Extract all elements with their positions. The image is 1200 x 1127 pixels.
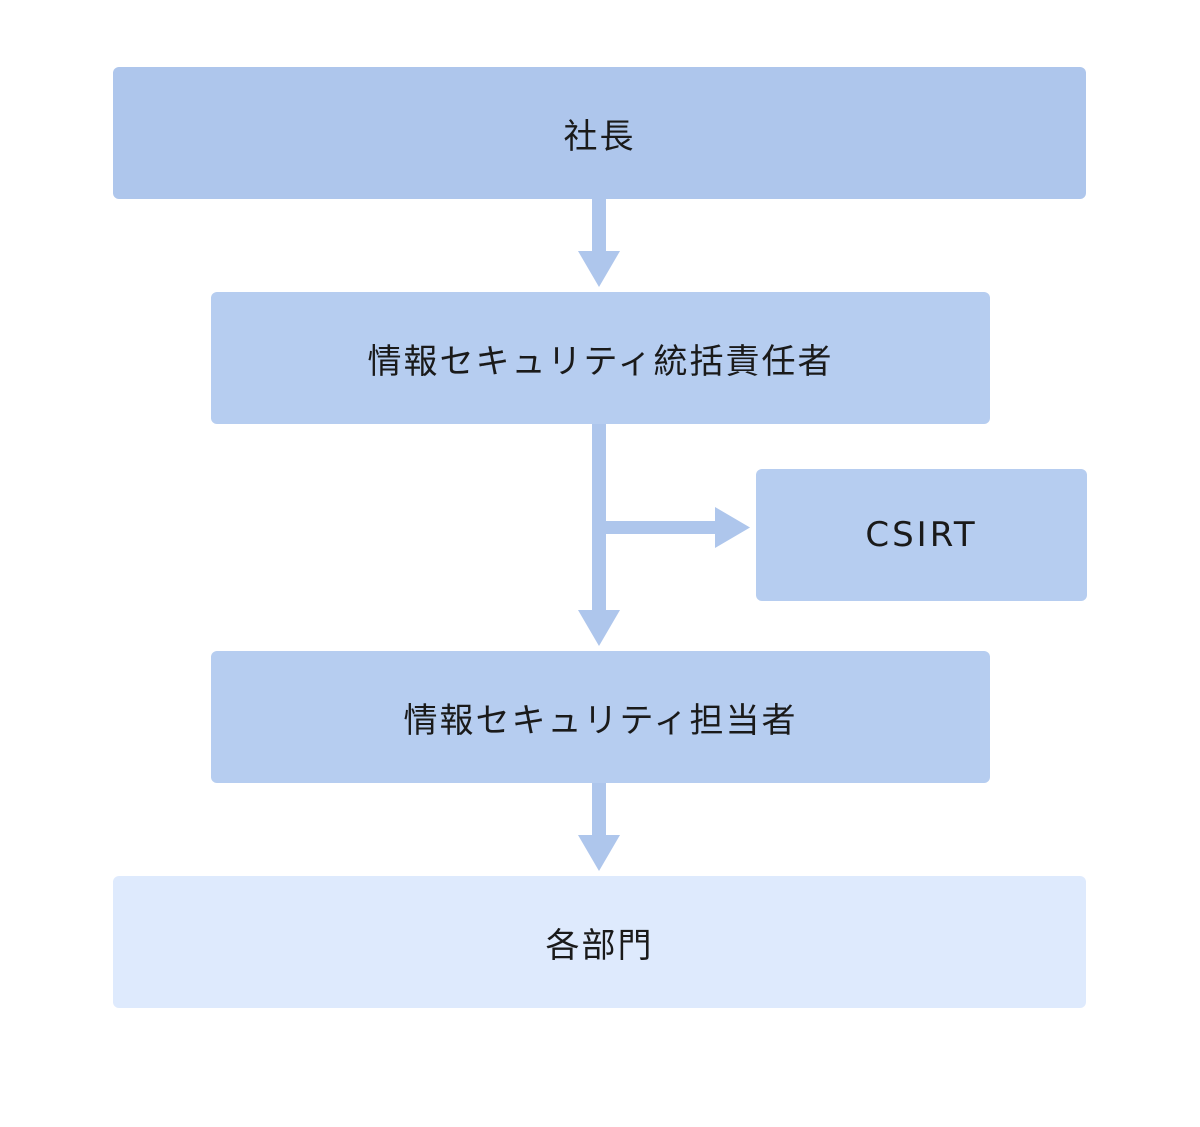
arrow-shaft-president-to-ciso <box>592 199 606 253</box>
node-ciso: 情報セキュリティ統括責任者 <box>211 292 990 424</box>
node-csirt-label: CSIRT <box>865 515 978 555</box>
node-ciso-label: 情報セキュリティ統括責任者 <box>367 341 834 382</box>
arrow-head-branch-to-csirt <box>715 507 750 548</box>
node-officer-label: 情報セキュリティ担当者 <box>403 700 798 741</box>
arrow-shaft-ciso-to-officer <box>592 424 606 612</box>
arrow-shaft-officer-to-departments <box>592 783 606 837</box>
node-president-label: 社長 <box>563 116 636 157</box>
arrow-shaft-branch-to-csirt <box>606 521 718 534</box>
node-officer: 情報セキュリティ担当者 <box>211 651 990 783</box>
node-departments: 各部門 <box>113 876 1086 1008</box>
node-departments-label: 各部門 <box>545 925 654 966</box>
node-csirt: CSIRT <box>756 469 1087 601</box>
arrow-head-ciso-to-officer <box>578 610 620 646</box>
arrow-head-president-to-ciso <box>578 251 620 287</box>
node-president: 社長 <box>113 67 1086 199</box>
arrow-head-officer-to-departments <box>578 835 620 871</box>
